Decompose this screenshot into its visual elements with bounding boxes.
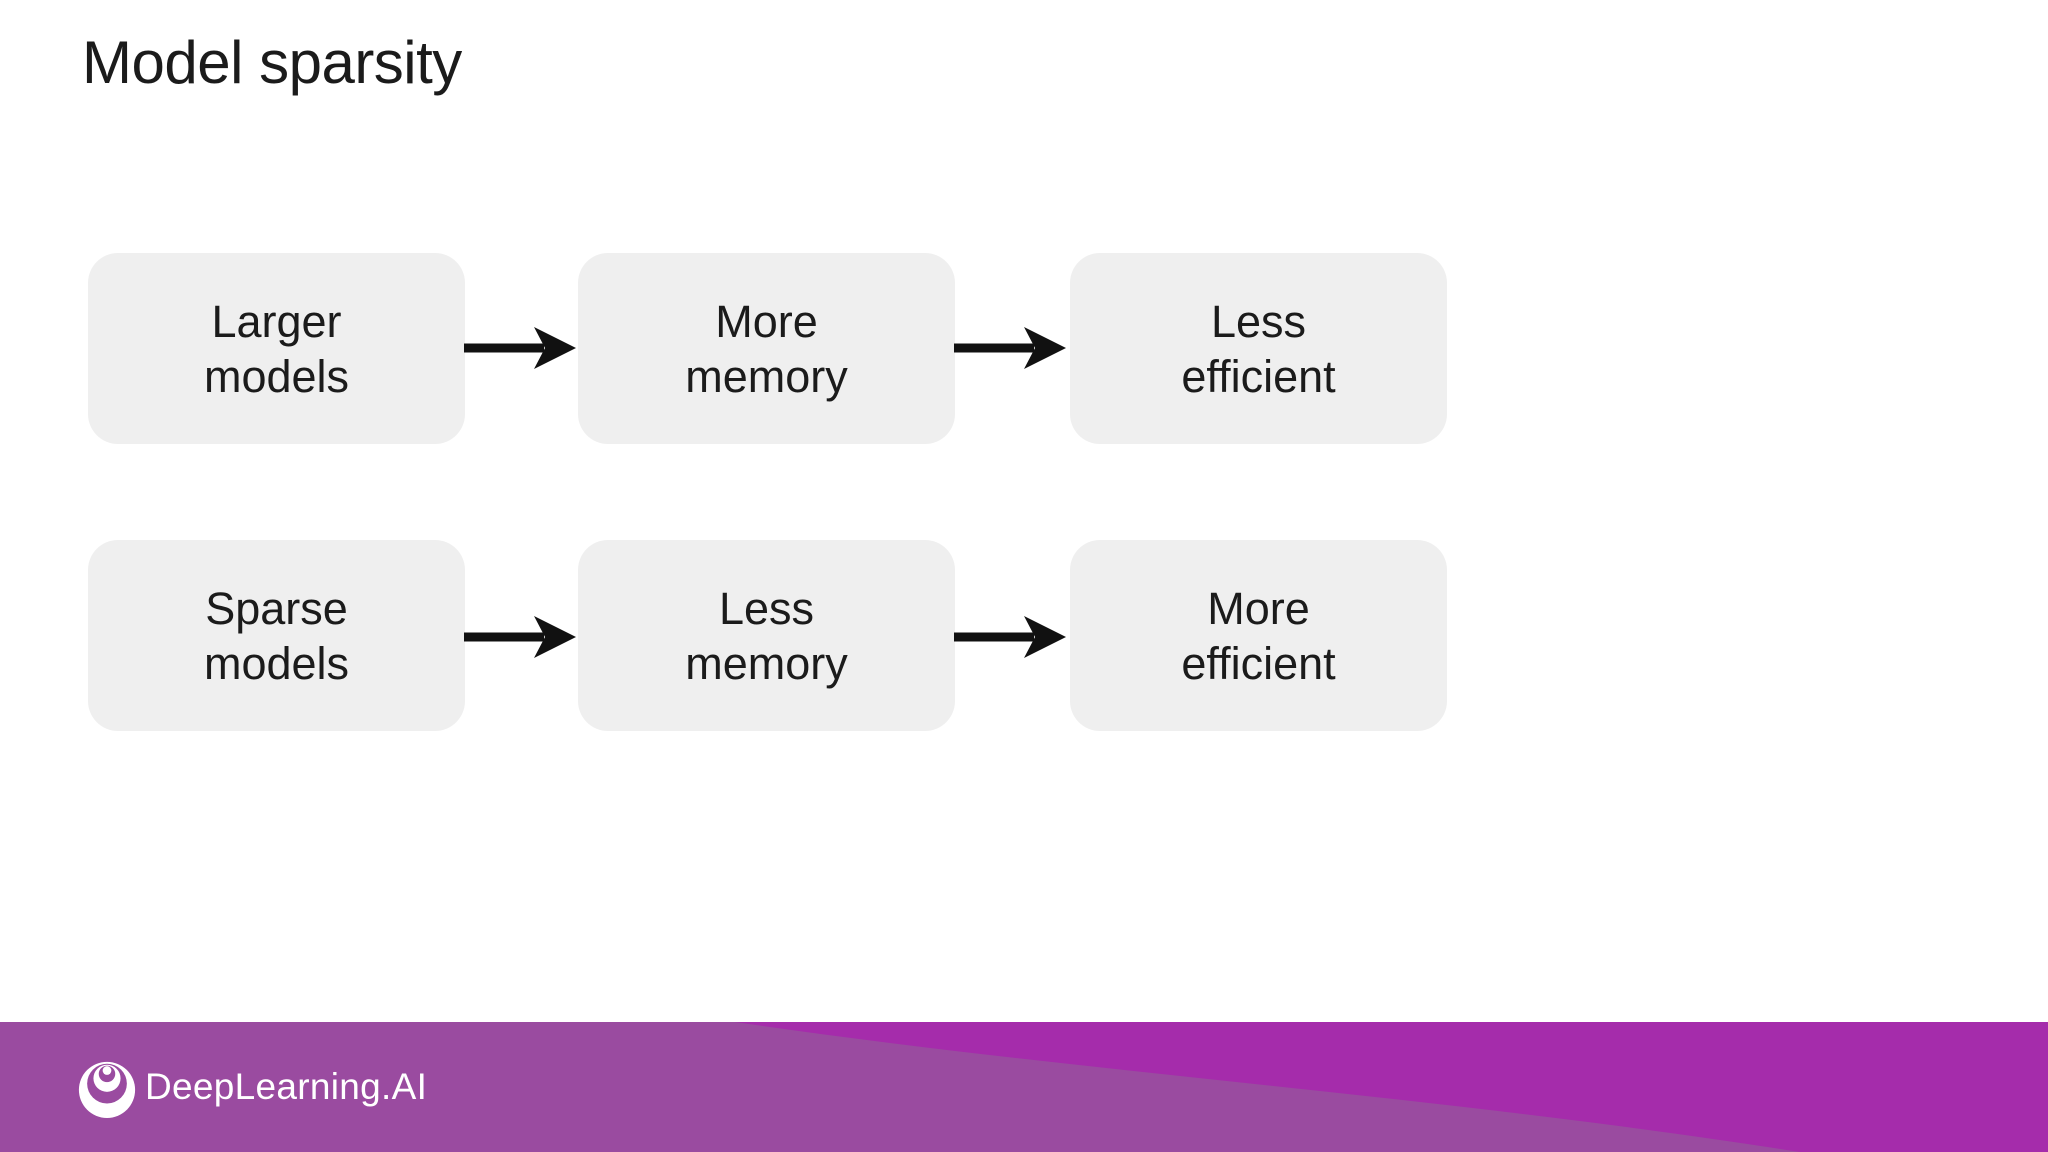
arrow-right-icon: [464, 327, 576, 369]
flow-box-less-memory: Less memory: [578, 540, 955, 731]
flow-box-sparse-models: Sparse models: [88, 540, 465, 731]
flow-box-more-efficient: More efficient: [1070, 540, 1447, 731]
footer-band: DeepLearning.AI: [0, 1022, 2048, 1152]
arrow-right-icon: [464, 616, 576, 658]
flow-box-text-line: Less: [1210, 295, 1307, 347]
flow-box-text-line: efficient: [1181, 350, 1336, 402]
flow-box-less-efficient: Less efficient: [1070, 253, 1447, 444]
flow-box-text-line: Larger: [211, 295, 342, 347]
flow-box-larger-models: Larger models: [88, 253, 465, 444]
arrow-right-icon: [954, 616, 1066, 658]
flow-box-text-line: More: [715, 295, 818, 347]
brand-logo: DeepLearning.AI: [76, 1056, 427, 1118]
flow-box-text-line: Less: [718, 582, 815, 634]
flow-box-text-line: memory: [685, 350, 848, 402]
flow-box-text-line: More: [1207, 582, 1310, 634]
flow-box-text-line: models: [203, 350, 350, 402]
footer-wave-decoration: [0, 1022, 2048, 1152]
flow-box-text-line: models: [203, 637, 350, 689]
flow-box-more-memory: More memory: [578, 253, 955, 444]
flow-box-text-line: Sparse: [205, 582, 348, 634]
slide-title: Model sparsity: [82, 29, 462, 96]
arrow-right-icon: [954, 327, 1066, 369]
brand-text: DeepLearning.AI: [145, 1066, 428, 1107]
flow-box-text-line: efficient: [1181, 637, 1336, 689]
deeplearning-ai-logo-icon: [78, 1061, 136, 1118]
flow-box-text-line: memory: [685, 637, 848, 689]
